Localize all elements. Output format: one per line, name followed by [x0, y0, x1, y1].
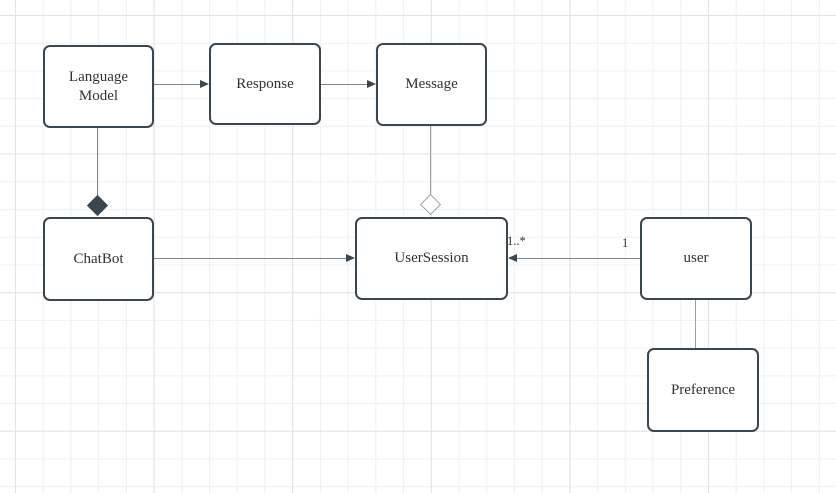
node-label: Preference	[670, 381, 736, 398]
edge-languagemodel-to-response[interactable]	[153, 84, 201, 85]
aggregation-diamond-hollow-icon[interactable]	[419, 193, 442, 216]
edge-message-to-usersession[interactable]	[430, 126, 431, 197]
node-preference[interactable]: Preference	[647, 348, 759, 432]
node-message[interactable]: Message	[376, 43, 487, 126]
node-label: user	[683, 250, 709, 267]
node-chatbot[interactable]: ChatBot	[43, 217, 154, 301]
node-language-model[interactable]: Language Model	[43, 45, 154, 128]
node-label: ChatBot	[73, 250, 124, 267]
arrowhead-left-icon	[508, 254, 517, 262]
arrowhead-right-icon	[346, 254, 355, 262]
arrowhead-right-icon	[200, 80, 209, 88]
multiplicity-label-user[interactable]: 1	[622, 236, 629, 250]
arrowhead-right-icon	[367, 80, 376, 88]
node-usersession[interactable]: UserSession	[355, 217, 508, 300]
edge-user-to-usersession[interactable]	[517, 258, 640, 259]
node-label: Message	[405, 76, 458, 93]
node-label: Response	[236, 75, 294, 92]
aggregation-diamond-filled-icon[interactable]	[86, 194, 109, 217]
edge-chatbot-to-usersession[interactable]	[154, 258, 346, 259]
edge-user-to-preference[interactable]	[695, 300, 696, 348]
node-label: Language Model	[68, 68, 129, 104]
edge-response-to-message[interactable]	[321, 84, 367, 85]
node-label: UserSession	[394, 250, 469, 267]
edge-languagemodel-to-chatbot[interactable]	[97, 128, 98, 198]
multiplicity-label-usersession[interactable]: 1..*	[507, 234, 526, 248]
node-user[interactable]: user	[640, 217, 752, 300]
node-response[interactable]: Response	[209, 43, 321, 125]
